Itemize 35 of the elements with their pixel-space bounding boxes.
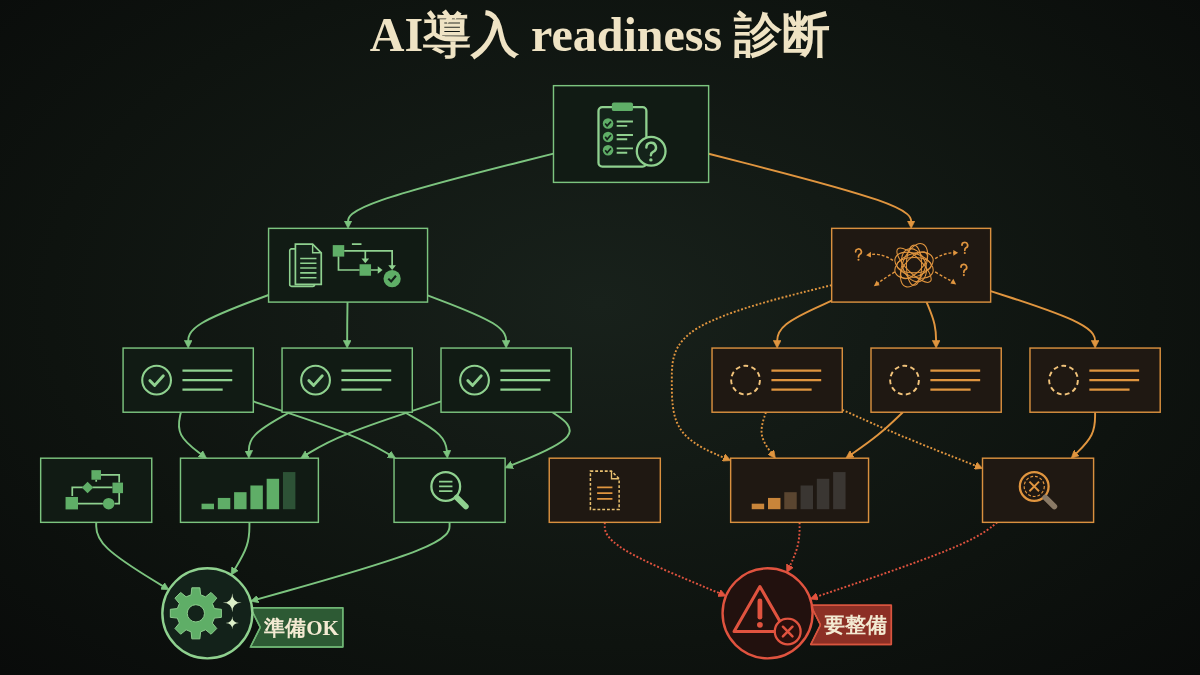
node-box: [179, 457, 319, 524]
arrow: [343, 152, 554, 229]
arrow: [94, 521, 169, 591]
arrow: [840, 408, 983, 470]
arrow: [760, 411, 776, 459]
node-box: [1028, 347, 1161, 413]
node-box: [729, 457, 869, 524]
node-box: [267, 227, 428, 303]
arrow: [177, 411, 207, 459]
arrow: [772, 299, 833, 349]
node-box: [548, 457, 661, 524]
arrow: [1070, 411, 1096, 459]
node-circle: [720, 567, 814, 660]
arrow: [342, 301, 351, 349]
arrow: [809, 521, 998, 601]
node-box: [121, 347, 254, 413]
node-box: [439, 347, 572, 413]
node-box: [830, 227, 991, 303]
arrow: [670, 284, 833, 462]
node-box: [869, 347, 1002, 413]
diagram-title: AI導入 readiness 診断: [369, 7, 831, 63]
arrow: [230, 521, 250, 576]
node-box: [981, 457, 1094, 524]
arrow: [603, 521, 726, 597]
node-box: [710, 347, 843, 413]
arrow: [504, 411, 571, 469]
node-box: [280, 347, 413, 413]
node-box: [39, 457, 153, 524]
node-box: [552, 84, 709, 184]
arrow: [244, 411, 291, 459]
node-circle: [160, 567, 254, 660]
arrow: [785, 521, 801, 573]
arrow: [925, 301, 940, 349]
node-box: [392, 457, 506, 524]
arrow: [845, 411, 904, 459]
